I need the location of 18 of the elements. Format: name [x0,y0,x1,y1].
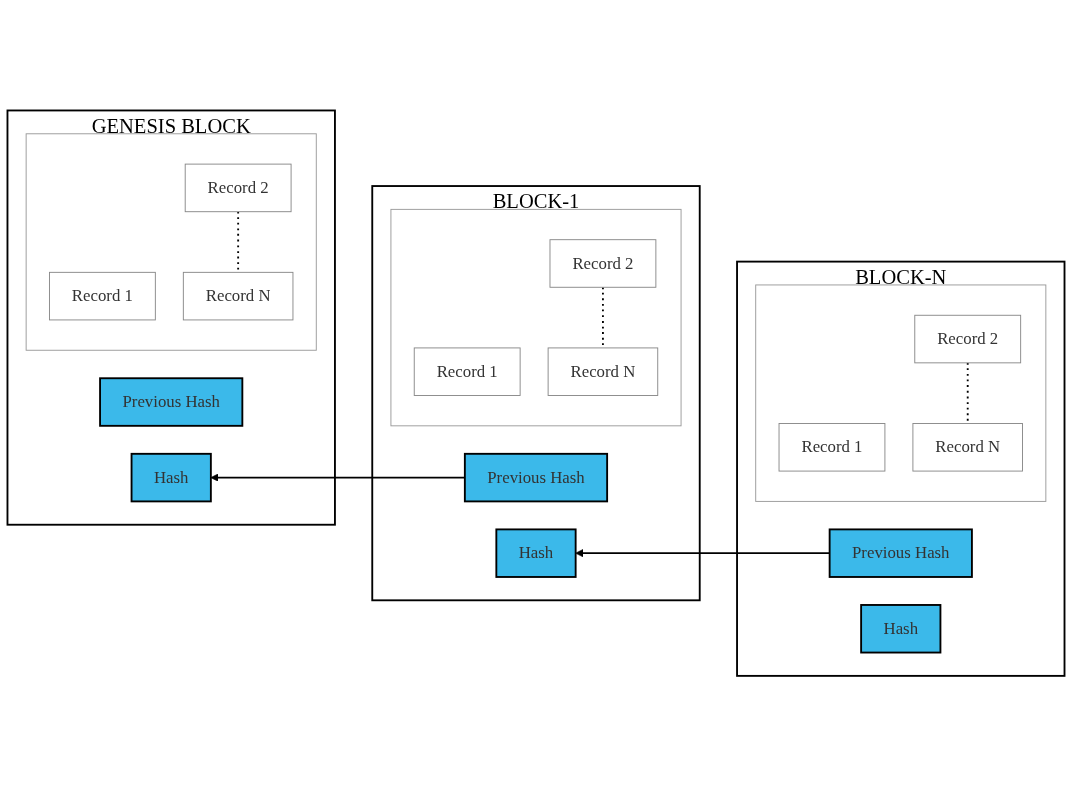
node-box: Previous Hash [463,453,609,503]
node-box: Record 2 [184,163,292,213]
node-box: Hash [495,528,577,579]
node-box: Record N [182,272,294,321]
cluster [755,284,1047,503]
node-box: Hash [860,604,942,654]
node-box: Record N [912,423,1023,472]
cluster [25,133,317,352]
cluster [390,209,682,427]
node-box: Previous Hash [828,528,973,579]
node-box: Hash [130,453,212,503]
node-box: Record 2 [549,239,657,289]
node-box: Record 2 [914,315,1022,364]
node-box: Record 1 [778,423,886,472]
node-box: Record 1 [49,272,156,321]
node-box: Record 1 [413,347,521,397]
node-box: Record N [547,347,659,397]
node-box: Previous Hash [99,377,244,428]
